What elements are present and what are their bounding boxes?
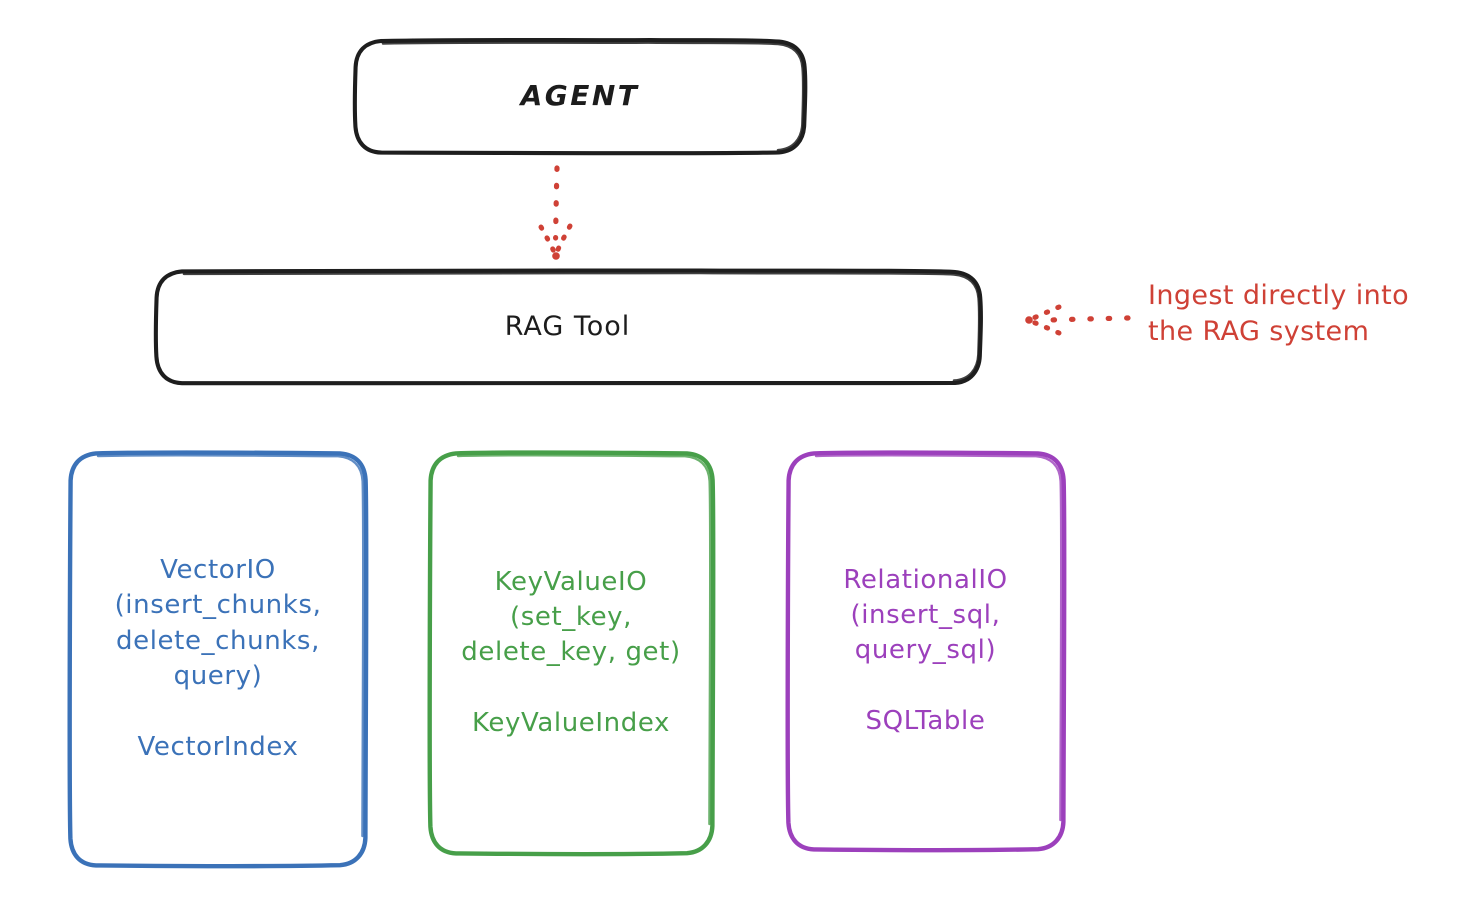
key-value-io-box-outline bbox=[427, 450, 716, 857]
relational-io-node-label: RelationalIO (insert_sql, query_sql) SQL… bbox=[843, 564, 1008, 737]
rag-tool-node-label: RAG Tool bbox=[504, 310, 631, 342]
ingest-annotation-connector bbox=[1025, 304, 1131, 336]
agent-box-outline bbox=[352, 37, 808, 156]
vector-io-node[interactable]: VectorIO (insert_chunks, delete_chunks, … bbox=[70, 452, 366, 866]
ingest-annotation-text: Ingest directly into the RAG system bbox=[1148, 280, 1410, 348]
agent-node[interactable]: AGENT bbox=[355, 40, 805, 153]
agent-node-label: AGENT bbox=[520, 79, 640, 113]
rag-tool-box-outline bbox=[153, 268, 983, 386]
vector-io-node-label: VectorIO (insert_chunks, delete_chunks, … bbox=[114, 554, 322, 762]
agent-to-rag-tool-connector bbox=[538, 165, 573, 260]
key-value-io-node[interactable]: KeyValueIO (set_key, delete_key, get) Ke… bbox=[430, 452, 712, 854]
key-value-io-node-label: KeyValueIO (set_key, delete_key, get) Ke… bbox=[461, 566, 681, 739]
relational-io-node[interactable]: RelationalIO (insert_sql, query_sql) SQL… bbox=[788, 452, 1063, 850]
vector-io-box-outline bbox=[67, 450, 369, 869]
relational-io-box-outline bbox=[785, 450, 1067, 853]
rag-tool-node[interactable]: RAG Tool bbox=[155, 270, 980, 383]
